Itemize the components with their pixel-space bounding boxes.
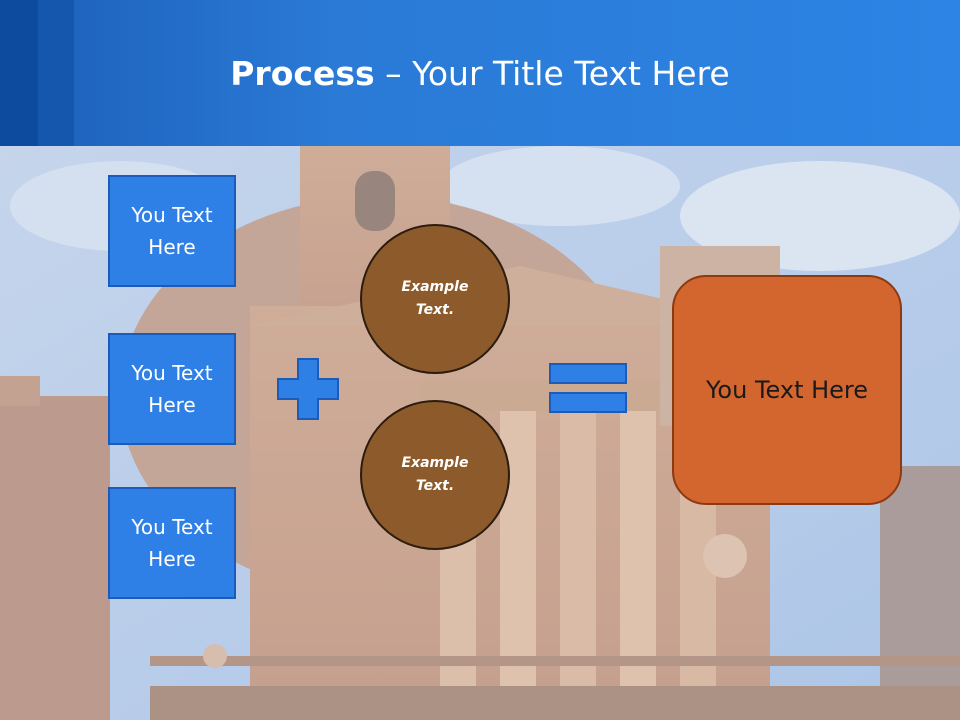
example-circle-2[interactable]: Example Text. <box>360 400 510 550</box>
equals-icon <box>548 362 628 414</box>
title-band: Process – Your Title Text Here <box>0 0 960 146</box>
header-accent-strip <box>38 0 74 146</box>
title-rest: – Your Title Text Here <box>374 54 730 93</box>
plus-icon <box>276 357 340 421</box>
header-accent-strip <box>0 0 38 146</box>
result-box[interactable]: You Text Here <box>672 275 902 505</box>
text-box-1[interactable]: You Text Here <box>108 175 236 287</box>
title-bold: Process <box>230 54 375 93</box>
slide-title: Process – Your Title Text Here <box>0 54 960 94</box>
text-box-2[interactable]: You Text Here <box>108 333 236 445</box>
text-box-3[interactable]: You Text Here <box>108 487 236 599</box>
example-circle-1[interactable]: Example Text. <box>360 224 510 374</box>
